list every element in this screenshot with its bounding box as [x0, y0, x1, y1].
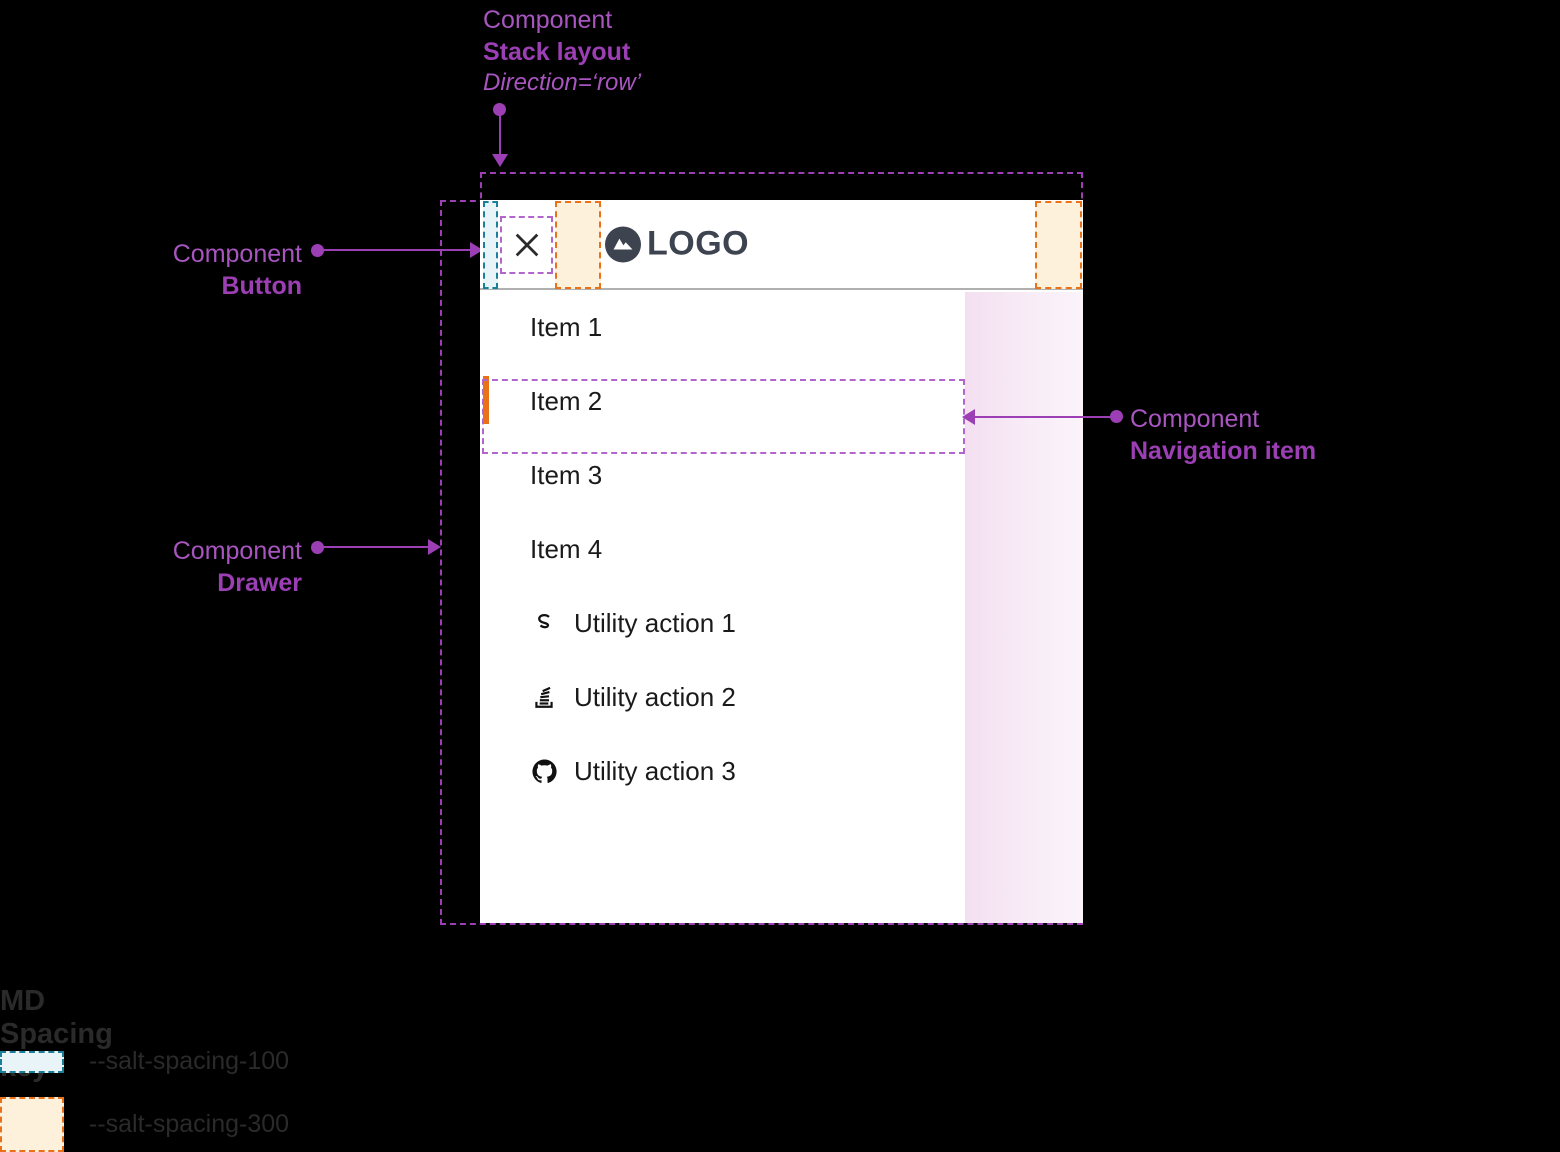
stack-layout-leader-dot [493, 103, 506, 116]
navigation-item-annotation-kicker: Component [1130, 405, 1260, 433]
button-leader-arrow [470, 242, 483, 258]
drawer-annotation-name: Drawer [217, 569, 302, 597]
spacing-100-legend-label: --salt-spacing-100 [89, 1047, 290, 1075]
stack-layout-leader-arrow [492, 154, 508, 167]
stack-layout-annotation-kicker: Component [483, 6, 613, 34]
spacing-100-legend-swatch [0, 1050, 64, 1073]
spacing-100-swatch-header-left [483, 201, 498, 289]
button-leader-dot [311, 244, 324, 257]
close-button[interactable] [500, 217, 553, 273]
close-icon [515, 233, 538, 257]
utility-action-3[interactable]: Utility action 3 [480, 734, 965, 808]
navigation-list: Item 1 Item 2 Item 3 Item 4 Utility acti… [480, 290, 965, 808]
spacing-300-legend-label: --salt-spacing-300 [89, 1110, 290, 1138]
drawer: LOGO Item 1 Item 2 Item 3 Item 4 Utility… [480, 200, 1083, 923]
navigation-item-leader-dot [1110, 410, 1123, 423]
navigation-item-leader-arrow [962, 409, 975, 425]
nav-item-label: Item 1 [530, 311, 603, 342]
nav-item-2[interactable]: Item 2 [480, 364, 965, 438]
utility-action-label: Utility action 1 [574, 607, 736, 638]
utility-action-1[interactable]: Utility action 1 [480, 586, 965, 660]
nav-item-label: Item 4 [530, 533, 603, 564]
drawer-leader-arrow [428, 539, 441, 555]
stack-layout-leader-line [499, 110, 501, 155]
logo-text: LOGO [647, 224, 750, 263]
button-annotation-kicker: Component [172, 240, 302, 268]
spacing-300-swatch-header-right [1035, 201, 1082, 289]
spacing-300-swatch-header-gap [555, 201, 601, 289]
nav-item-label: Item 3 [530, 459, 603, 490]
drawer-annotation-kicker: Component [172, 537, 302, 565]
utility-action-2[interactable]: Utility action 2 [480, 660, 965, 734]
spacing-key-row-300: --salt-spacing-300 [0, 1097, 289, 1152]
utility-action-label: Utility action 2 [574, 681, 736, 712]
utility-action-label: Utility action 3 [574, 755, 736, 786]
navigation-item-leader-line [975, 416, 1115, 418]
github-icon [530, 757, 558, 785]
nav-item-1[interactable]: Item 1 [480, 290, 965, 364]
salt-s-icon [530, 609, 558, 637]
stack-layout-annotation-prop: Direction=‘row’ [483, 69, 642, 96]
stack-layout-annotation-name: Stack layout [483, 38, 631, 66]
mountain-logo-icon [605, 226, 641, 262]
button-leader-line [318, 249, 478, 251]
brand-lockup: LOGO [605, 225, 749, 264]
navigation-item-annotation-name: Navigation item [1130, 437, 1317, 465]
spacing-300-legend-swatch [0, 1097, 64, 1152]
button-annotation-name: Button [221, 272, 302, 300]
drawer-leader-dot [311, 541, 324, 554]
spacing-key-row-100: --salt-spacing-100 [0, 1047, 289, 1076]
nav-item-3[interactable]: Item 3 [480, 438, 965, 512]
stack-overflow-icon [530, 683, 558, 711]
nav-item-label: Item 2 [530, 385, 603, 416]
drawer-leader-line [318, 546, 436, 548]
nav-item-4[interactable]: Item 4 [480, 512, 965, 586]
